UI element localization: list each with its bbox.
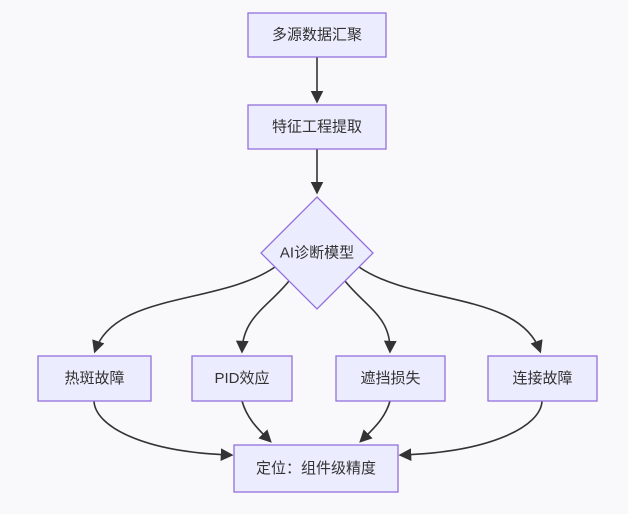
edge-c-e <box>235 280 290 354</box>
node-feature-engineering-extraction-shape <box>247 104 387 150</box>
node-hotspot-fault: 热斑故障 <box>37 355 152 402</box>
node-shading-loss: 遮挡损失 <box>335 355 446 402</box>
node-multi-source-data-aggregation-label: 多源数据汇聚 <box>272 27 362 44</box>
edge-c-f <box>344 280 397 354</box>
node-pid-effect-shape <box>191 355 293 402</box>
node-ai-diagnosis-model: AI诊断模型 <box>260 196 374 310</box>
node-connection-fault-shape <box>487 355 598 402</box>
node-pid-effect-label: PID效应 <box>214 369 269 387</box>
node-shading-loss-shape <box>335 355 446 402</box>
edge-c-d <box>92 266 276 354</box>
node-layer: 多源数据汇聚 特征工程提取 AI诊断模型 热斑故障 PID效应 遮挡损失 <box>37 12 598 493</box>
node-connection-fault-label: 连接故障 <box>512 369 572 387</box>
node-component-level-localization-shape <box>233 444 399 493</box>
node-feature-engineering-extraction-label: 特征工程提取 <box>272 119 362 136</box>
node-pid-effect: PID效应 <box>191 355 293 402</box>
edge-f-h <box>359 400 391 443</box>
node-connection-fault: 连接故障 <box>487 355 598 402</box>
edge-c-g <box>358 266 543 354</box>
edge-e-h <box>241 400 272 443</box>
node-multi-source-data-aggregation-shape <box>247 12 387 58</box>
edge-g-h <box>398 400 543 462</box>
node-multi-source-data-aggregation: 多源数据汇聚 <box>247 12 387 58</box>
node-ai-diagnosis-model-label: AI诊断模型 <box>280 245 354 262</box>
node-component-level-localization: 定位：组件级精度 <box>233 444 399 493</box>
edge-d-h <box>93 400 234 462</box>
edge-layer <box>92 57 543 462</box>
node-component-level-localization-label: 定位：组件级精度 <box>256 460 376 477</box>
node-hotspot-fault-shape <box>37 355 152 402</box>
node-feature-engineering-extraction: 特征工程提取 <box>247 104 387 150</box>
node-shading-loss-label: 遮挡损失 <box>360 370 420 387</box>
node-ai-diagnosis-model-shape <box>260 196 374 310</box>
node-hotspot-fault-label: 热斑故障 <box>64 369 124 387</box>
